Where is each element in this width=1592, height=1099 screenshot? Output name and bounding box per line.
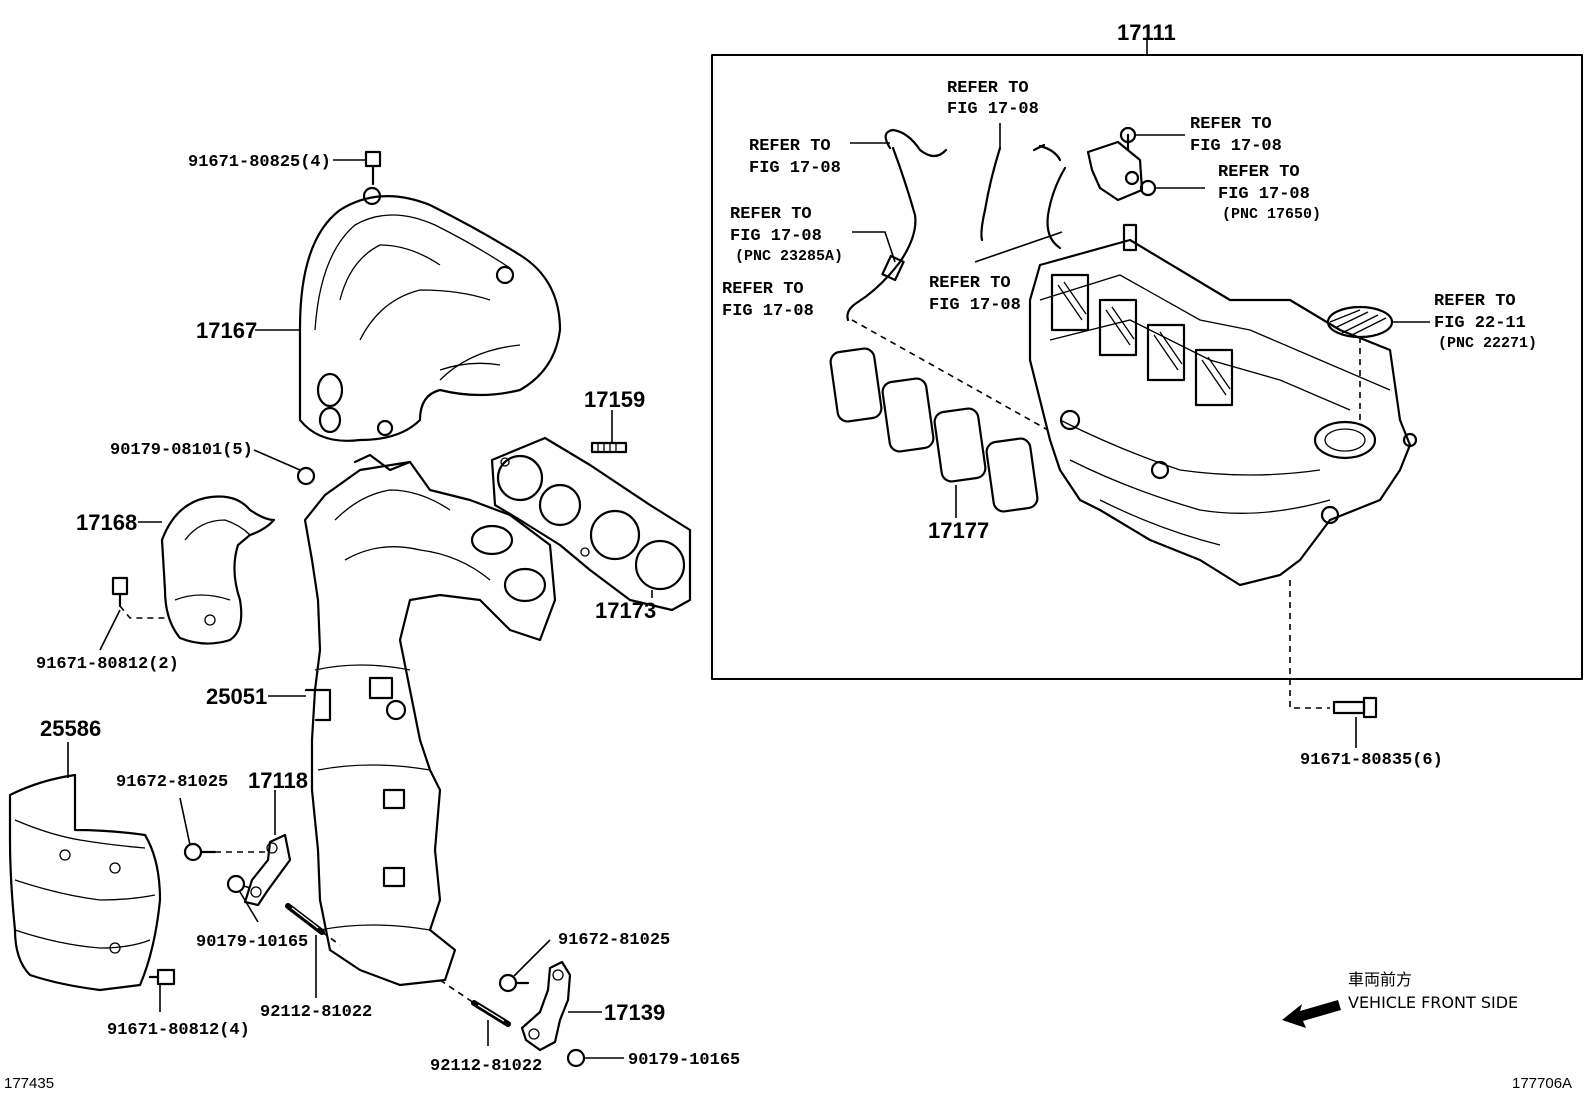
svg-text:REFER TO: REFER TO [749,137,831,156]
refer-fig-22-11[interactable]: REFER TO FIG 22-11 (PNC 22271) [1434,292,1537,352]
heat-insulator-17168[interactable] [138,495,276,645]
fastener-90179-10165-a[interactable]: 90179-10165 [196,933,308,952]
part-label-17159[interactable]: 17159 [584,387,645,412]
bolt-91671-80825[interactable] [333,150,382,186]
front-arrow-icon [1282,1000,1341,1028]
nut-90179-10165-a[interactable] [226,874,259,923]
manifold-bolt[interactable] [1289,580,1378,748]
part-label-17177[interactable]: 17177 [928,518,989,543]
refer-fig-17-08-a[interactable]: REFER TO FIG 17-08 [947,79,1039,119]
part-label-17139[interactable]: 17139 [604,1000,665,1025]
svg-text:REFER TO: REFER TO [947,79,1029,98]
svg-text:REFER TO: REFER TO [929,274,1011,293]
svg-text:FIG 17-08: FIG 17-08 [1190,137,1282,156]
direction-japanese: 車両前方 [1348,970,1412,989]
stud-17159[interactable] [590,410,628,454]
part-label-17118[interactable]: 17118 [248,768,308,793]
fastener-91671-80825[interactable]: 91671-80825(4) [188,153,331,172]
intake-manifold-group: 17111 [711,20,1583,680]
nut-90179-08101[interactable] [253,449,316,486]
fastener-91672-81025-b[interactable]: 91672-81025 [558,931,670,950]
svg-text:FIG 17-08: FIG 17-08 [722,302,814,321]
nut-90179-10165-b[interactable] [566,1048,624,1068]
fastener-91671-80812-2[interactable]: 91671-80812(2) [36,655,179,674]
fastener-90179-10165-b[interactable]: 90179-10165 [628,1051,740,1070]
intake-gaskets-17177[interactable] [829,347,1039,518]
pcv-hoses[interactable] [846,128,1067,322]
svg-text:REFER TO: REFER TO [722,280,804,299]
svg-text:REFER TO: REFER TO [1434,292,1516,311]
bolt-91672-81025-a[interactable] [179,797,268,862]
refer-fig-17-08-f[interactable]: REFER TO FIG 17-08 [1190,115,1282,156]
diagram-code-right: 177706A [1512,1075,1572,1092]
refer-fig-17-08-d[interactable]: REFER TO FIG 17-08 [722,280,814,321]
bracket-17139[interactable] [520,960,602,1052]
svg-text:(PNC 23285A): (PNC 23285A) [735,248,843,265]
refer-fig-17-08-b[interactable]: REFER TO FIG 17-08 [749,137,841,178]
svg-text:(PNC 17650): (PNC 17650) [1222,206,1321,223]
exhaust-manifold-25051[interactable] [268,453,557,987]
svg-text:REFER TO: REFER TO [1218,163,1300,182]
fastener-91671-80835[interactable]: 91671-80835(6) [1300,751,1443,770]
part-label-17111[interactable]: 17111 [1117,20,1176,45]
fastener-91671-80812-4[interactable]: 91671-80812(4) [107,1021,250,1040]
svg-text:FIG 17-08: FIG 17-08 [1218,185,1310,204]
heat-insulator-25586[interactable] [8,742,162,992]
intake-manifold-body[interactable] [1028,223,1418,587]
bracket-17118[interactable] [243,790,292,907]
fastener-92112-81022-a[interactable]: 92112-81022 [260,1003,372,1022]
svg-text:(PNC 22271): (PNC 22271) [1438,335,1537,352]
direction-english: VEHICLE FRONT SIDE [1348,993,1518,1012]
refer-fig-17-08-e[interactable]: REFER TO FIG 17-08 [929,274,1021,315]
svg-text:FIG 17-08: FIG 17-08 [929,296,1021,315]
bolt-91672-81025-b[interactable] [498,939,551,993]
part-label-17167[interactable]: 17167 [196,318,257,343]
svg-text:FIG 17-08: FIG 17-08 [947,100,1039,119]
exhaust-gasket-17173[interactable] [490,436,692,612]
vsv-bracket[interactable] [1086,126,1205,202]
refer-fig-17-08-g[interactable]: REFER TO FIG 17-08 (PNC 17650) [1218,163,1321,223]
svg-text:REFER TO: REFER TO [1190,115,1272,134]
svg-text:FIG 17-08: FIG 17-08 [749,159,841,178]
part-label-17173[interactable]: 17173 [595,598,656,623]
part-label-25051[interactable]: 25051 [206,684,267,709]
refer-fig-17-08-c[interactable]: REFER TO FIG 17-08 (PNC 23285A) [730,205,843,265]
svg-text:FIG 17-08: FIG 17-08 [730,227,822,246]
heat-insulator-17167[interactable] [255,186,562,442]
throttle-gasket[interactable] [1326,305,1430,425]
part-label-17168[interactable]: 17168 [76,510,137,535]
stud-92112-81022-a[interactable] [285,903,341,998]
fastener-91672-81025-a[interactable]: 91672-81025 [116,773,228,792]
svg-text:REFER TO: REFER TO [730,205,812,224]
part-label-25586[interactable]: 25586 [40,716,101,741]
bolt-91671-80812-b[interactable] [148,968,176,1012]
svg-text:FIG 22-11: FIG 22-11 [1434,314,1526,333]
fastener-92112-81022-b[interactable]: 92112-81022 [430,1057,542,1076]
diagram-code-left: 177435 [4,1075,54,1092]
vehicle-front-indicator: 車両前方 VEHICLE FRONT SIDE [1282,970,1518,1028]
stud-92112-81022-b[interactable] [439,979,511,1046]
fastener-90179-08101[interactable]: 90179-08101(5) [110,441,253,460]
bolt-91671-80812-a[interactable] [99,576,165,651]
